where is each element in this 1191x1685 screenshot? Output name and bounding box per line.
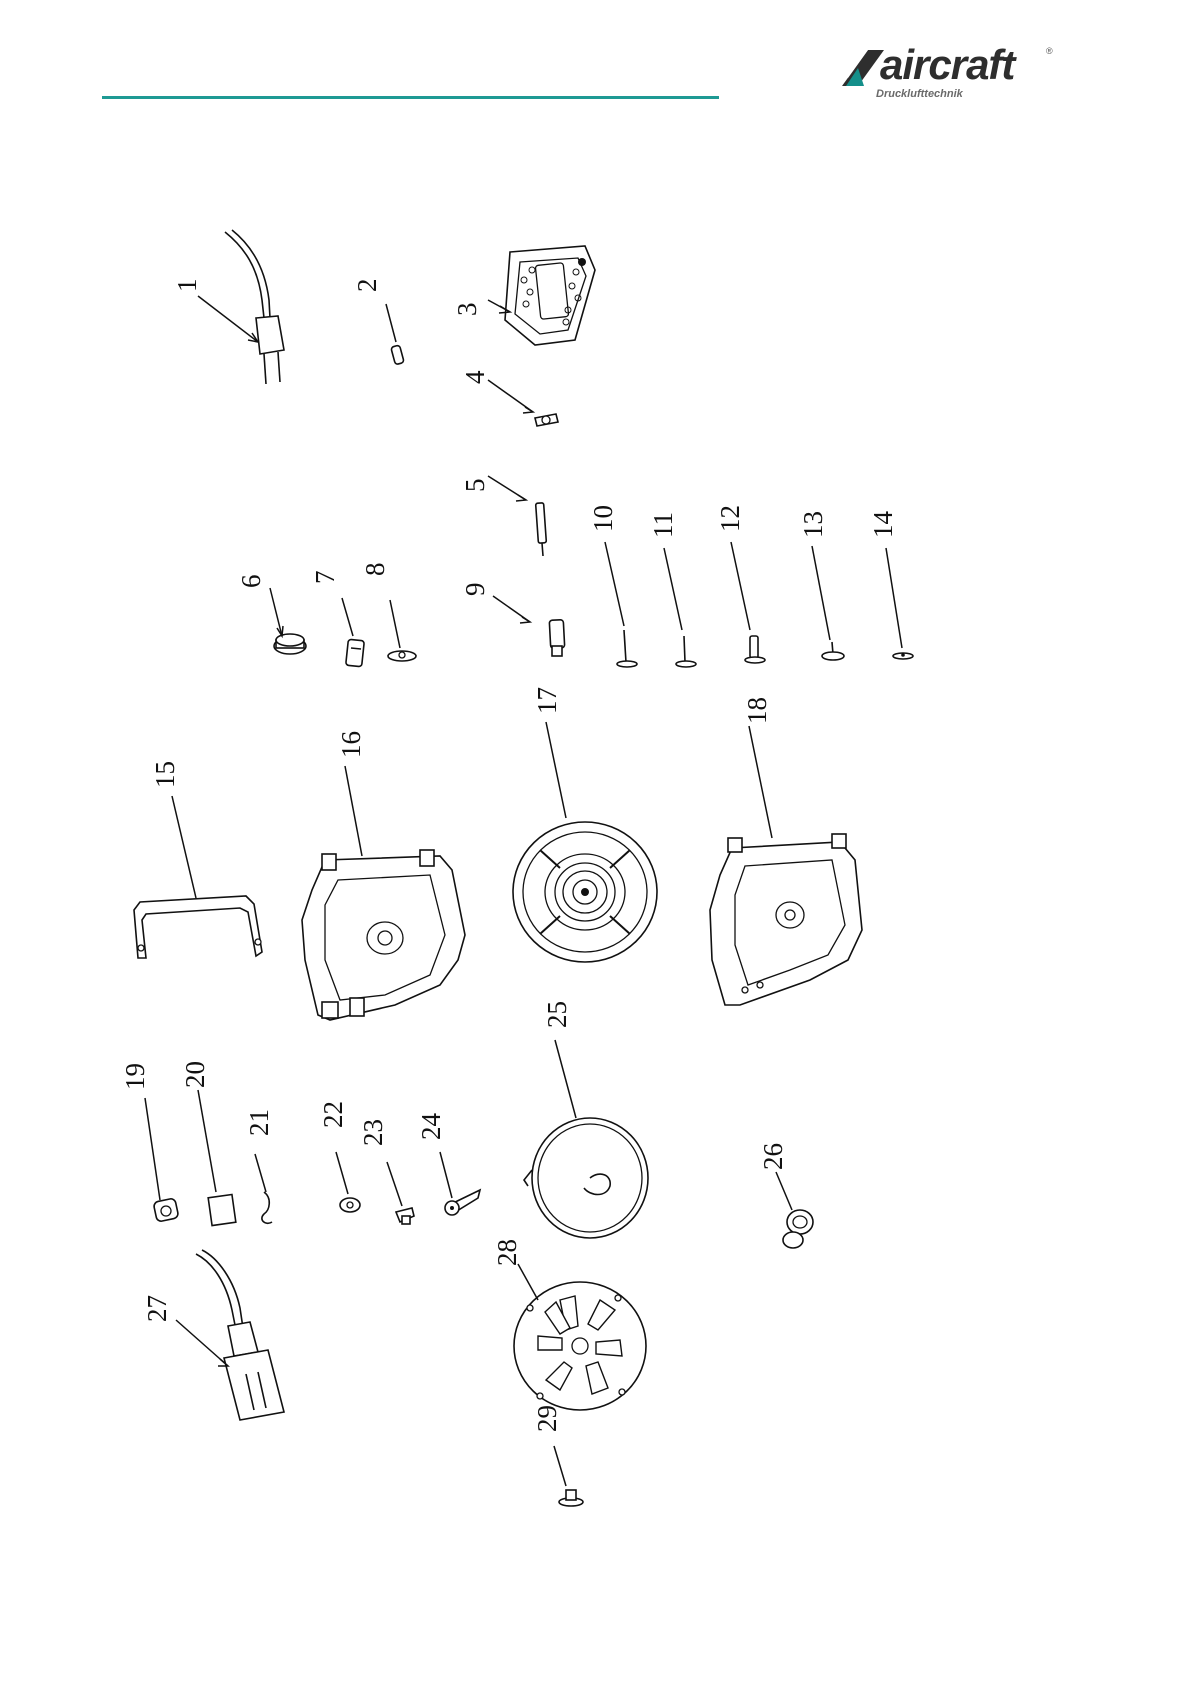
callout-23: 11 xyxy=(648,512,678,538)
leader-17 xyxy=(342,598,353,636)
part-27-plug-icon xyxy=(225,230,284,384)
part-1-socket-icon xyxy=(196,1250,284,1420)
callout-15: 18 xyxy=(742,697,772,724)
part-10-spring-icon xyxy=(524,1118,648,1238)
part-18-clip-icon xyxy=(388,651,416,661)
part-25-washer-icon xyxy=(822,642,844,660)
part-26-washer-icon xyxy=(893,653,913,659)
part-12-bracket-icon xyxy=(134,896,262,958)
part-24-pin-icon xyxy=(745,636,765,663)
callout-11: 26 xyxy=(758,1143,788,1170)
leader-7 xyxy=(336,1152,348,1194)
callout-12: 15 xyxy=(150,761,180,788)
callout-26: 14 xyxy=(868,511,898,539)
leader-14 xyxy=(546,722,566,818)
leader-25 xyxy=(812,546,830,640)
leader-5 xyxy=(198,1090,216,1192)
callout-2: 29 xyxy=(532,1405,562,1432)
callout-6: 21 xyxy=(244,1109,274,1136)
part-19-sleeve-icon xyxy=(549,620,564,656)
callout-1: 27 xyxy=(142,1295,172,1322)
part-8-pawl-icon xyxy=(396,1208,414,1224)
callout-28: 2 xyxy=(352,279,382,293)
callout-27: 1 xyxy=(172,279,202,293)
leader-16 xyxy=(270,588,282,636)
part-17-connector-icon xyxy=(346,639,365,667)
part-15-front-housing-icon xyxy=(710,834,862,1005)
callout-25: 13 xyxy=(798,511,828,538)
leader-28 xyxy=(386,304,396,342)
leader-6 xyxy=(255,1154,266,1192)
leader-9 xyxy=(440,1152,452,1198)
leader-11 xyxy=(776,1172,792,1210)
callout-14: 17 xyxy=(532,687,562,714)
part-28-pin-icon xyxy=(391,345,404,365)
part-21-fitting-icon xyxy=(535,414,558,426)
callout-24: 12 xyxy=(715,505,745,532)
callout-20: 5 xyxy=(460,479,490,493)
leader-22 xyxy=(605,542,624,626)
part-22-pin-icon xyxy=(617,630,637,667)
callout-13: 16 xyxy=(336,731,366,758)
callout-29: 3 xyxy=(452,303,482,317)
callout-17: 7 xyxy=(310,571,340,585)
callout-22: 10 xyxy=(588,505,618,532)
leader-3 xyxy=(518,1264,538,1300)
callout-3: 28 xyxy=(492,1239,522,1266)
callout-4: 19 xyxy=(120,1063,150,1090)
callout-5: 20 xyxy=(180,1061,210,1088)
callout-8: 23 xyxy=(358,1119,388,1146)
leader-4 xyxy=(145,1098,160,1200)
leader-23 xyxy=(664,548,682,630)
leader-18 xyxy=(390,600,400,648)
leader-24 xyxy=(731,542,750,630)
callout-7: 22 xyxy=(318,1101,348,1128)
part-5-block-icon xyxy=(208,1194,236,1225)
leader-27 xyxy=(198,296,258,342)
part-23-pin-icon xyxy=(676,636,696,667)
leader-8 xyxy=(387,1162,402,1206)
part-14-drum-icon xyxy=(513,822,657,962)
leader-15 xyxy=(749,726,772,838)
leader-10 xyxy=(555,1040,576,1118)
leader-2 xyxy=(554,1446,566,1486)
leader-26 xyxy=(886,548,902,648)
leader-12 xyxy=(172,796,196,898)
leader-13 xyxy=(345,766,362,856)
part-7-nut-icon xyxy=(340,1198,360,1212)
callout-18: 8 xyxy=(360,563,390,577)
part-6-hook-icon xyxy=(262,1192,272,1223)
part-11-fitting-icon xyxy=(783,1210,813,1248)
callout-10: 25 xyxy=(542,1001,572,1028)
part-2-knob-icon xyxy=(559,1490,583,1506)
callout-21: 4 xyxy=(460,370,490,384)
part-13-rear-housing-icon xyxy=(302,850,465,1020)
part-29-control-panel-icon xyxy=(505,246,595,345)
part-4-cap-icon xyxy=(153,1198,179,1222)
part-3-cover-plate-icon xyxy=(514,1282,646,1410)
part-16-knob-icon xyxy=(274,634,306,654)
callout-9: 24 xyxy=(416,1113,446,1141)
callout-16: 6 xyxy=(236,575,266,589)
callout-19: 9 xyxy=(460,583,490,597)
part-20-shaft-icon xyxy=(536,503,547,556)
